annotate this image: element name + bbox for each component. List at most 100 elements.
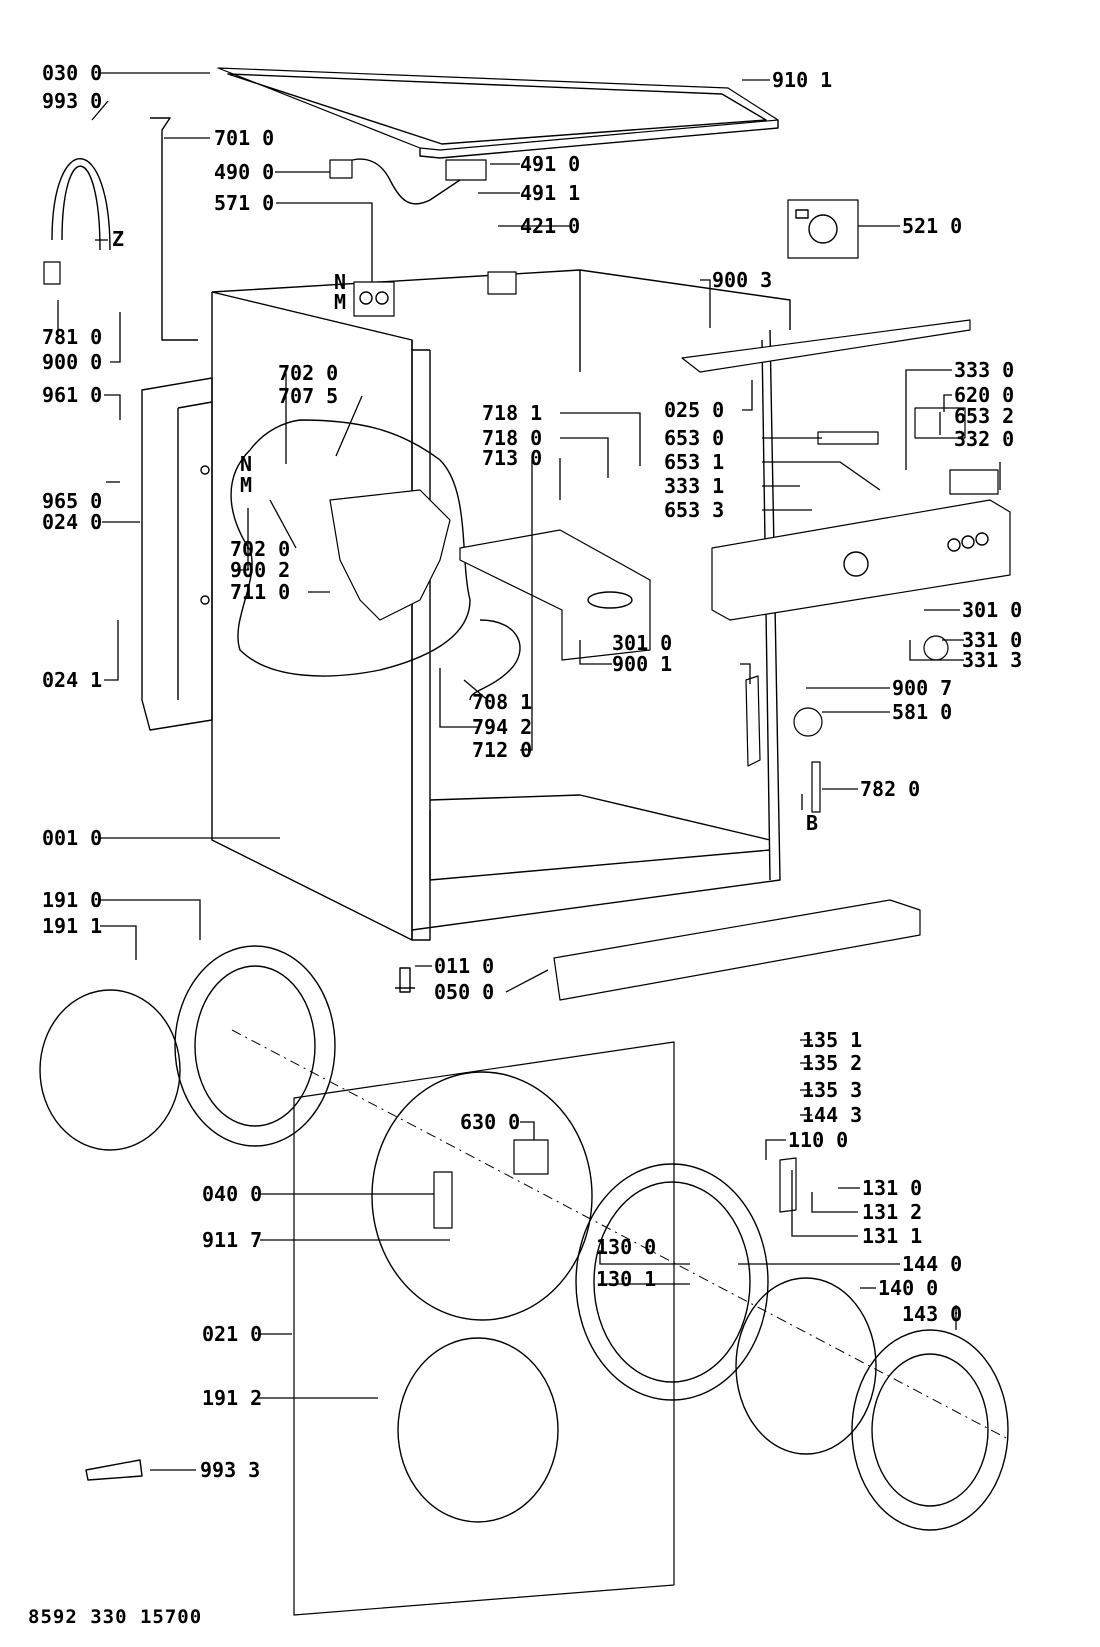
label-131-2: 131 2 [862, 1200, 922, 1224]
label-dispenser-m: M [240, 473, 252, 497]
label-630-0: 630 0 [460, 1110, 520, 1134]
label-900-3: 900 3 [712, 268, 772, 292]
label-571-0: 571 0 [214, 191, 274, 215]
label-794-2: 794 2 [472, 715, 532, 739]
door-handle-part [779, 1157, 797, 1213]
top-rail-part [681, 319, 971, 373]
door-seal-part [174, 945, 336, 1147]
label-131-1: 131 1 [862, 1224, 922, 1248]
side-panel-part [141, 377, 213, 731]
label-331-0: 331 0 [962, 628, 1022, 652]
label-191-1: 191 1 [42, 914, 102, 938]
label-140-0: 140 0 [878, 1276, 938, 1300]
part-labels: 030 0 993 0 701 0 490 0 491 0 491 1 571 … [42, 61, 1022, 1482]
leader-lines [57, 72, 1001, 1471]
latch-part [433, 1171, 453, 1229]
label-025-0: 025 0 [664, 398, 724, 422]
front-panel-part [293, 1041, 675, 1616]
electronic-module-part [787, 199, 859, 259]
bracket-rod-part [150, 117, 198, 341]
label-702-0-bottom: 702 0 [230, 537, 290, 561]
pressure-hose-part [811, 761, 821, 813]
label-191-2: 191 2 [202, 1386, 262, 1410]
label-333-1: 333 1 [664, 474, 724, 498]
label-135-1: 135 1 [802, 1028, 862, 1052]
label-701-0: 701 0 [214, 126, 274, 150]
label-144-0: 144 0 [902, 1252, 962, 1276]
label-b: B [806, 811, 818, 835]
inlet-hose-part [43, 158, 111, 285]
kick-plate-part [553, 899, 921, 1001]
label-021-0: 021 0 [202, 1322, 262, 1346]
label-130-0: 130 0 [596, 1235, 656, 1259]
label-001-0: 001 0 [42, 826, 102, 850]
label-dispenser-n: N [240, 452, 252, 476]
outer-door-part [851, 1329, 1009, 1531]
label-910-1: 910 1 [772, 68, 832, 92]
switch-block-part [949, 469, 999, 495]
label-900-7: 900 7 [892, 676, 952, 700]
solenoid-valve-part [353, 281, 395, 317]
label-024-0: 024 0 [42, 510, 102, 534]
label-702-0-top: 702 0 [278, 361, 338, 385]
label-135-3: 135 3 [802, 1078, 862, 1102]
door-lock-part [513, 1139, 549, 1175]
lower-seal-part [397, 1337, 559, 1523]
label-620-0: 620 0 [954, 383, 1014, 407]
label-024-1: 024 1 [42, 668, 102, 692]
label-491-1: 491 1 [520, 181, 580, 205]
label-718-1: 718 1 [482, 401, 542, 425]
control-panel-part [711, 499, 1011, 621]
label-491-0: 491 0 [520, 152, 580, 176]
label-011-0: 011 0 [434, 954, 494, 978]
label-333-0: 333 0 [954, 358, 1014, 382]
seal-outline-part [39, 989, 181, 1151]
label-965-0: 965 0 [42, 489, 102, 513]
connector-block-part [487, 271, 517, 295]
label-712-0: 712 0 [472, 738, 532, 762]
label-030-0: 030 0 [42, 61, 102, 85]
screw-part [395, 967, 415, 993]
label-718-0: 718 0 [482, 426, 542, 450]
label-900-0: 900 0 [42, 350, 102, 374]
label-301-0-drawer: 301 0 [612, 631, 672, 655]
label-781-0: 781 0 [42, 325, 102, 349]
label-911-7: 911 7 [202, 1228, 262, 1252]
label-708-1: 708 1 [472, 690, 532, 714]
label-900-2: 900 2 [230, 558, 290, 582]
bellows-hose-part [469, 619, 521, 701]
label-110-0: 110 0 [788, 1128, 848, 1152]
label-711-0: 711 0 [230, 580, 290, 604]
axis-line [231, 1029, 1011, 1441]
label-653-0: 653 0 [664, 426, 724, 450]
mains-cable-part [331, 158, 461, 205]
label-130-1: 130 1 [596, 1267, 656, 1291]
label-993-0: 993 0 [42, 89, 102, 113]
label-040-0: 040 0 [202, 1182, 262, 1206]
label-valve-m: M [334, 290, 346, 314]
service-tool-part [85, 1459, 143, 1481]
label-782-0: 782 0 [860, 777, 920, 801]
label-135-2: 135 2 [802, 1051, 862, 1075]
label-143-0: 143 0 [902, 1302, 962, 1326]
filter-part [445, 159, 487, 181]
label-961-0: 961 0 [42, 383, 102, 407]
label-581-0: 581 0 [892, 700, 952, 724]
label-707-5: 707 5 [278, 384, 338, 408]
label-331-3: 331 3 [962, 648, 1022, 672]
label-653-3: 653 3 [664, 498, 724, 522]
label-valve-n: N [334, 270, 346, 294]
inner-view-outline [230, 419, 471, 677]
label-521-0: 521 0 [902, 214, 962, 238]
drum-opening-part [371, 1071, 593, 1321]
label-900-1: 900 1 [612, 652, 672, 676]
label-144-3: 144 3 [802, 1103, 862, 1127]
side-bracket-part [745, 675, 761, 767]
top-cover-part [217, 67, 779, 159]
label-050-0: 050 0 [434, 980, 494, 1004]
dispenser-part [329, 489, 451, 621]
label-191-0: 191 0 [42, 888, 102, 912]
label-332-0: 332 0 [954, 427, 1014, 451]
label-490-0: 490 0 [214, 160, 274, 184]
